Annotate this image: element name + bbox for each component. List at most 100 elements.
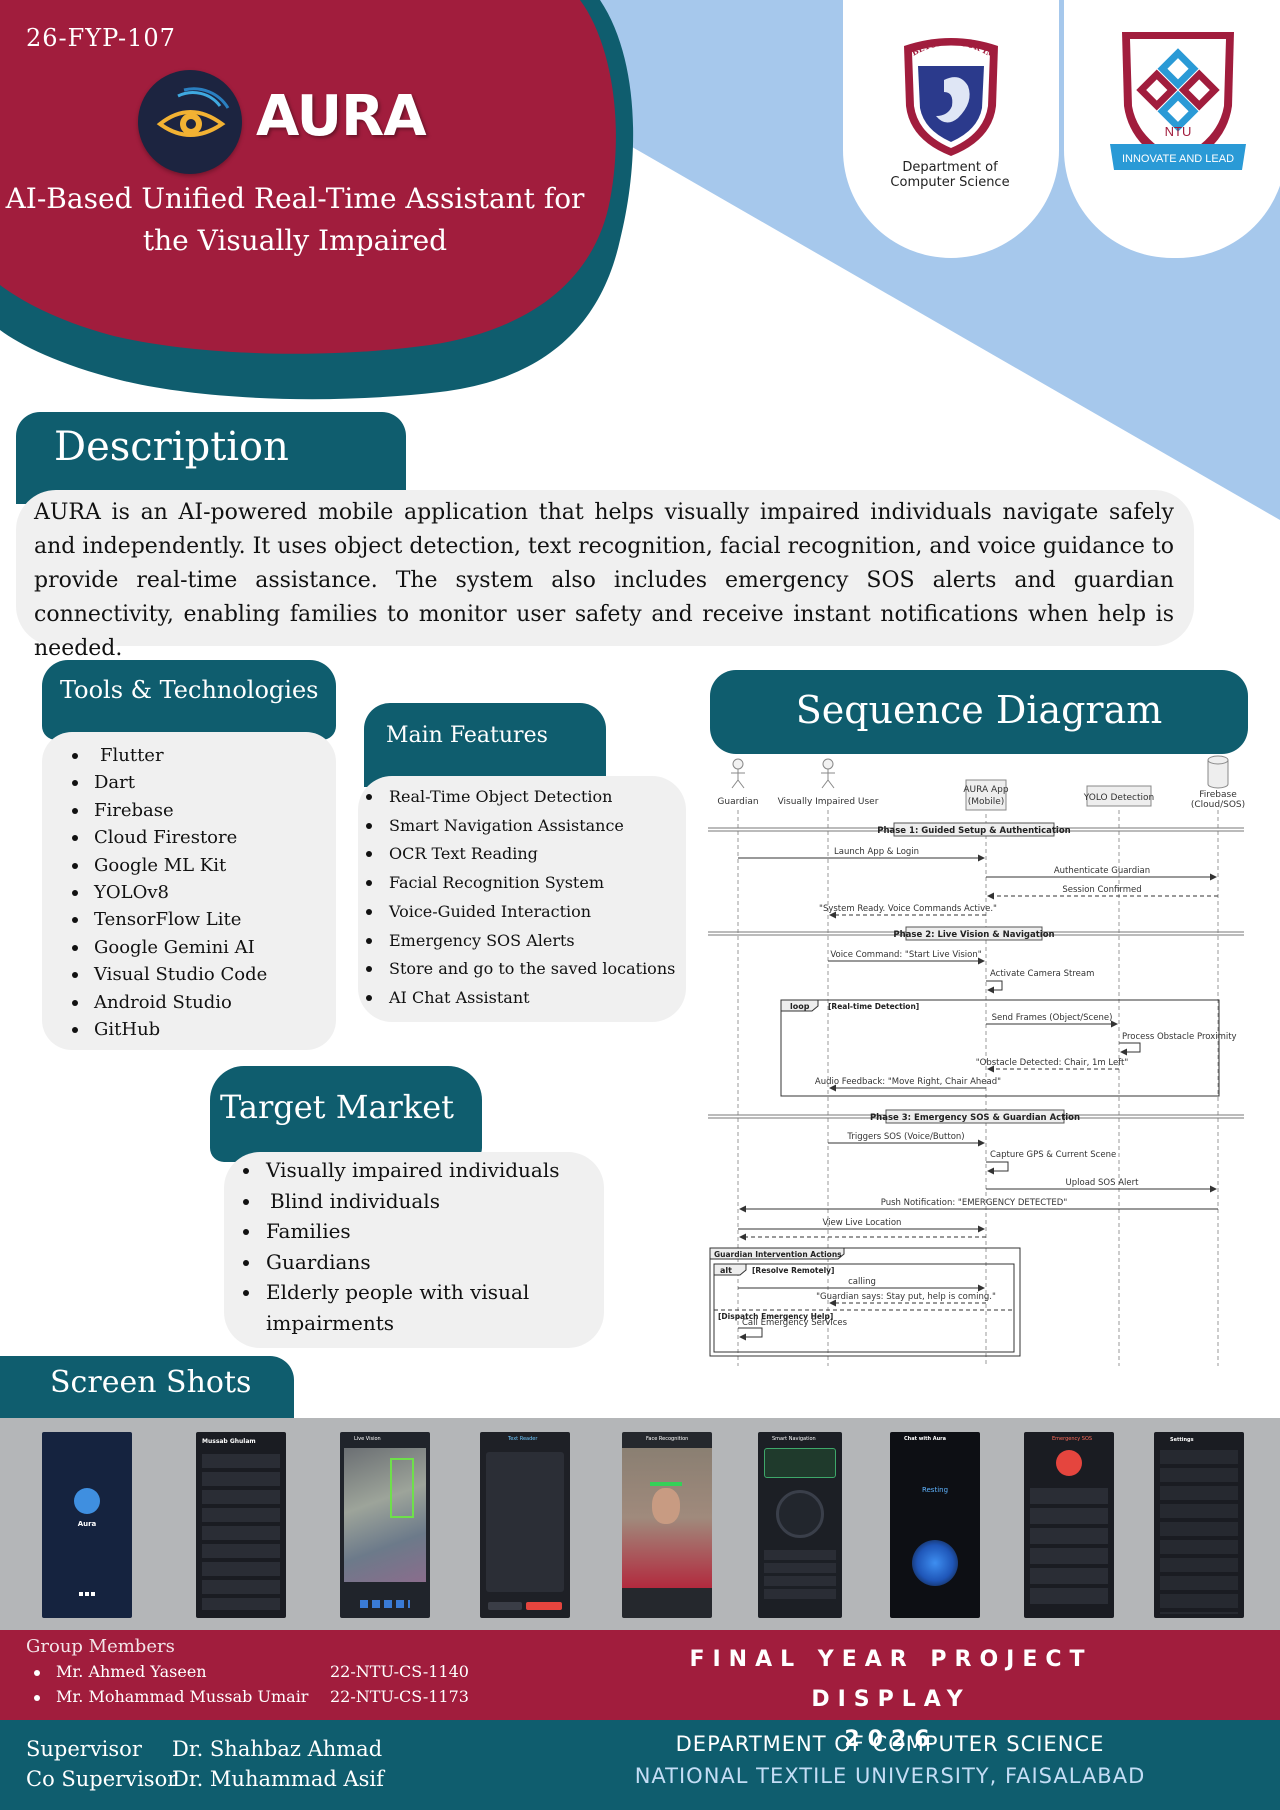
university-logo-text: NTU xyxy=(1165,124,1192,139)
face-recognition-title: Face Recognition xyxy=(646,1436,689,1442)
svg-text:YOLO Detection: YOLO Detection xyxy=(1083,793,1154,803)
screenshot-face-recognition: Face Recognition xyxy=(622,1432,712,1618)
screenshots-heading: Screen Shots xyxy=(0,1356,294,1420)
actor-yolo: YOLO Detection xyxy=(1083,785,1154,807)
list-item: Visual Studio Code xyxy=(68,961,267,988)
message-label: Voice Command: "Start Live Vision" xyxy=(830,950,981,960)
svg-text:Firebase: Firebase xyxy=(1199,790,1237,800)
co-supervisor-name: Dr. Muhammad Asif xyxy=(172,1767,384,1791)
sequence-diagram-heading: Sequence Diagram xyxy=(710,670,1248,754)
app-name: AURA xyxy=(256,84,427,149)
svg-text:Phase 3: Emergency SOS & Guard: Phase 3: Emergency SOS & Guardian Action xyxy=(870,1113,1080,1123)
features-heading: Main Features xyxy=(364,703,606,787)
tools-heading: Tools & Technologies xyxy=(42,660,336,740)
message-label: Process Obstacle Proximity xyxy=(1122,1032,1237,1042)
target-market-heading: Target Market xyxy=(210,1066,482,1162)
description-card xyxy=(16,490,1194,646)
face xyxy=(652,1488,680,1524)
svg-text:[Real-time Detection]: [Real-time Detection] xyxy=(828,1002,919,1011)
target-market-card xyxy=(224,1152,604,1348)
screenshot-emergency-sos: Emergency SOS xyxy=(1024,1432,1114,1618)
list-item: Google Gemini AI xyxy=(68,934,267,961)
svg-text:Guardian: Guardian xyxy=(717,797,758,807)
svg-text:Phase 1: Guided Setup & Authen: Phase 1: Guided Setup & Authentication xyxy=(877,826,1071,836)
message-label: Launch App & Login xyxy=(834,847,919,857)
svg-text:alt: alt xyxy=(720,1266,732,1275)
university-shield-logo: NTU INNOVATE AND LEAD xyxy=(1110,32,1246,170)
screenshot-text-reader: Text Reader xyxy=(480,1432,570,1618)
display-title-text: FINAL YEAR PROJECT DISPLAY xyxy=(689,1647,1093,1712)
list-item: Real-Time Object Detection xyxy=(364,783,675,812)
message-label: Call Emergency Services xyxy=(742,1318,848,1328)
footer-supervisors-band xyxy=(0,1720,1280,1810)
screenshot-settings: Settings xyxy=(1154,1432,1244,1618)
settings-list xyxy=(1160,1450,1238,1614)
svg-text:[Resolve Remotely]: [Resolve Remotely] xyxy=(752,1266,834,1275)
list-item: YOLOv8 xyxy=(68,879,267,906)
supervisor-name: Dr. Shahbaz Ahmad xyxy=(172,1737,383,1761)
list-item: TensorFlow Lite xyxy=(68,906,267,933)
live-vision-title: Live Vision xyxy=(354,1436,381,1442)
navigation-card xyxy=(764,1448,836,1478)
actor-user: Visually Impaired User xyxy=(778,758,879,807)
member-name: Mr. Ahmed Yaseen xyxy=(56,1662,207,1681)
message-label: Triggers SOS (Voice/Button) xyxy=(846,1132,964,1142)
loading-indicator xyxy=(79,1592,95,1596)
list-item: Visually impaired individuals xyxy=(240,1155,590,1186)
sequence-diagram: Guardian Visually Impaired User AURA App… xyxy=(708,755,1245,1366)
sos-title: Emergency SOS xyxy=(1052,1436,1093,1442)
member-name: Mr. Mohammad Mussab Umair xyxy=(56,1687,309,1706)
group-members-title: Group Members xyxy=(26,1636,175,1657)
list-item: Facial Recognition System xyxy=(364,869,675,898)
message-label: Capture GPS & Current Scene xyxy=(990,1150,1116,1160)
display-year: 2026 xyxy=(844,1727,938,1752)
microphone-icon[interactable] xyxy=(912,1540,958,1586)
copy-button xyxy=(488,1602,522,1610)
description-text: AURA is an AI-powered mobile application… xyxy=(34,500,1174,661)
tools-list: Flutter Dart Firebase Cloud Firestore Go… xyxy=(68,742,267,1043)
university-logo-motto: INNOVATE AND LEAD xyxy=(1122,153,1234,165)
department-logo-label: Department of Computer Science xyxy=(890,160,1010,190)
compass xyxy=(776,1490,824,1538)
aura-logo xyxy=(138,70,242,174)
features-card xyxy=(358,776,686,1022)
co-supervisor-label: Co Supervisor xyxy=(26,1767,178,1791)
recognized-text-panel xyxy=(486,1452,564,1592)
svg-text:[Dispatch Emergency Help]: [Dispatch Emergency Help] xyxy=(718,1312,833,1321)
stop-button xyxy=(526,1602,562,1610)
message-label: Audio Feedback: "Move Right, Chair Ahead… xyxy=(815,1077,1001,1087)
svg-text:loop: loop xyxy=(790,1002,810,1011)
actor-aura-app: AURA App (Mobile) xyxy=(963,779,1009,811)
loop-fragment: loop [Real-time Detection] xyxy=(780,999,1220,1097)
message-label: Send Frames (Object/Scene) xyxy=(992,1013,1113,1023)
splash-app-name: Aura xyxy=(77,1520,97,1528)
screenshot-live-vision: Live Vision xyxy=(340,1432,430,1618)
list-item: Dart xyxy=(68,769,267,796)
chat-title: Chat with Aura xyxy=(904,1436,947,1442)
list-item: GitHub xyxy=(68,1016,267,1043)
member-id: 22-NTU-CS-1140 xyxy=(330,1662,469,1681)
target-market-list: Visually impaired individuals Blind indi… xyxy=(240,1155,590,1339)
screenshot-dashboard: Mussab Ghulam xyxy=(196,1432,286,1618)
message-label: Upload SOS Alert xyxy=(1066,1178,1140,1188)
svg-text:Visually Impaired User: Visually Impaired User xyxy=(778,797,879,807)
list-item: Google ML Kit xyxy=(68,852,267,879)
guardian-intervention-fragment: Guardian Intervention Actions alt [Resol… xyxy=(709,1247,1021,1357)
display-title: FINAL YEAR PROJECT DISPLAY 2026 xyxy=(606,1640,1176,1760)
svg-text:Guardian Intervention Actions: Guardian Intervention Actions xyxy=(714,1250,842,1259)
detection-box xyxy=(390,1458,414,1518)
sos-button[interactable] xyxy=(1056,1450,1082,1476)
phase-3-label: Phase 3: Emergency SOS & Guardian Action xyxy=(870,1109,1080,1124)
message-label: "System Ready. Voice Commands Active." xyxy=(819,904,997,914)
text-reader-title: Text Reader xyxy=(508,1436,538,1442)
message-label: Authenticate Guardian xyxy=(1054,866,1150,876)
footer-university: NATIONAL TEXTILE UNIVERSITY, FAISALABAD xyxy=(634,1764,1146,1788)
list-item: OCR Text Reading xyxy=(364,840,675,869)
chat-status: Resting xyxy=(921,1486,949,1494)
screenshot-chat: Chat with Aura Resting xyxy=(890,1432,980,1618)
list-item: Emergency SOS Alerts xyxy=(364,927,675,956)
svg-text:(Cloud/SOS): (Cloud/SOS) xyxy=(1191,800,1245,810)
phase-1-label: Phase 1: Guided Setup & Authentication xyxy=(877,822,1071,837)
list-item: Elderly people with visual impairments xyxy=(240,1277,590,1338)
dashboard-title: Mussab Ghulam xyxy=(202,1438,256,1445)
